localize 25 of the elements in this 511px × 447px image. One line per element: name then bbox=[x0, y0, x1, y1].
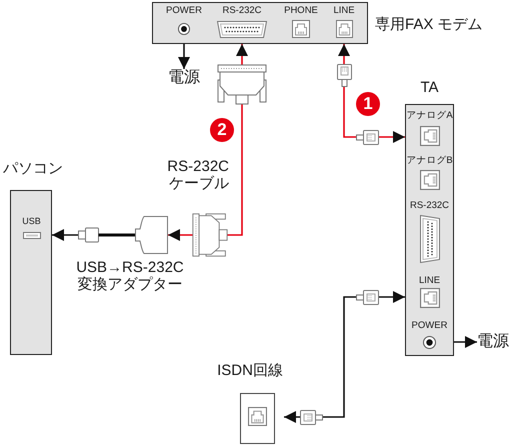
cable-label: RS-232C ケーブル bbox=[166, 158, 229, 192]
port-label: RS-232C bbox=[222, 5, 262, 16]
port-label: USB bbox=[22, 216, 41, 227]
port-label: LINE bbox=[333, 5, 355, 16]
callout-number: 1 bbox=[356, 92, 380, 116]
device-label: ISDN回線 bbox=[217, 362, 283, 379]
port-label: アナログA bbox=[406, 110, 453, 121]
callout-number: 2 bbox=[210, 118, 234, 142]
device-label: パソコン bbox=[3, 160, 63, 177]
caption-label: USB→RS-232C 変換アダプター bbox=[76, 259, 184, 293]
cable-line bbox=[338, 44, 405, 143]
port-label: LINE bbox=[418, 275, 440, 286]
port-label: アナログB bbox=[406, 155, 453, 166]
arrow bbox=[178, 44, 190, 69]
port-label: POWER bbox=[412, 320, 448, 331]
cable-line bbox=[284, 291, 405, 423]
arrow bbox=[454, 336, 477, 348]
port-label: PHONE bbox=[284, 5, 318, 16]
arrow bbox=[52, 229, 78, 241]
device-label: 専用FAX モデム bbox=[375, 16, 483, 33]
port-label: POWER bbox=[166, 5, 202, 16]
device-label: TA bbox=[420, 79, 439, 96]
power-source-label: 電源 bbox=[168, 69, 200, 87]
power-source-label: 電源 bbox=[477, 333, 509, 351]
port-label: RS-232C bbox=[410, 200, 450, 211]
